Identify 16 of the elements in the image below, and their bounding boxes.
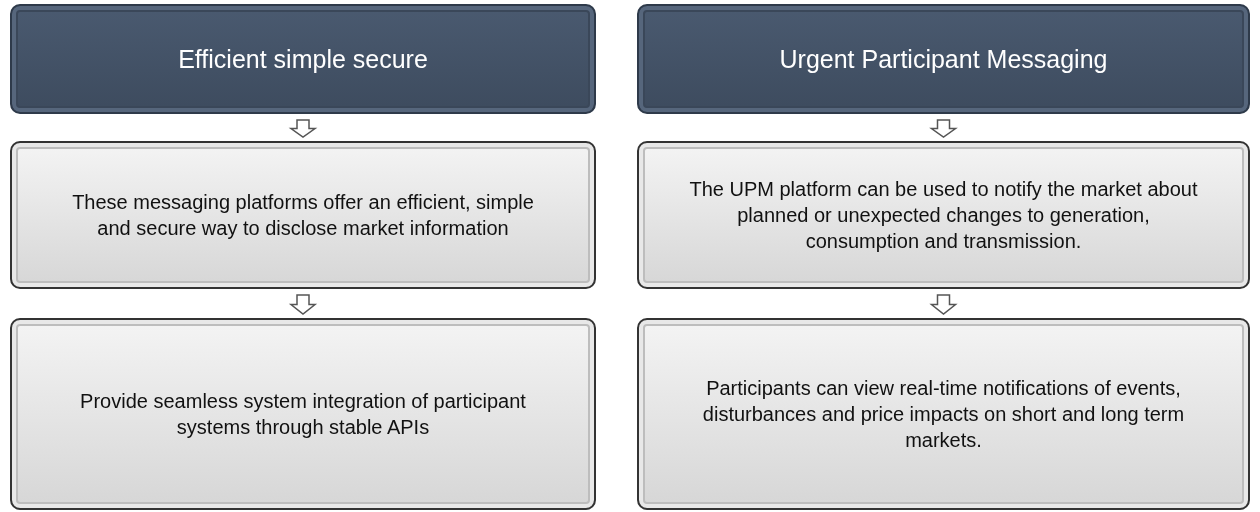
box-text: These messaging platforms offer an efficient, simple and secure way to disclose market information	[71, 190, 535, 241]
title-box	[10, 4, 596, 114]
box-title: Urgent Participant Messaging	[779, 44, 1108, 74]
text-box	[637, 318, 1250, 510]
text-box	[637, 141, 1250, 289]
box-text: The UPM platform can be used to notify the market about planned or unexpected changes to generation, consumption and transmission.	[689, 177, 1198, 254]
text-box	[10, 141, 596, 289]
down-arrow	[929, 119, 958, 138]
down-arrow	[288, 119, 318, 138]
box-text: Provide seamless system integration of participant systems through stable APIs	[79, 389, 527, 440]
text-box	[10, 318, 596, 510]
title-box	[637, 4, 1250, 114]
down-arrow	[929, 294, 958, 315]
box-title: Efficient simple secure	[178, 44, 428, 74]
box-text: Participants can view real-time notifications of events, disturbances and price impacts on short and long term markets.	[701, 376, 1186, 453]
down-arrow	[288, 294, 318, 315]
